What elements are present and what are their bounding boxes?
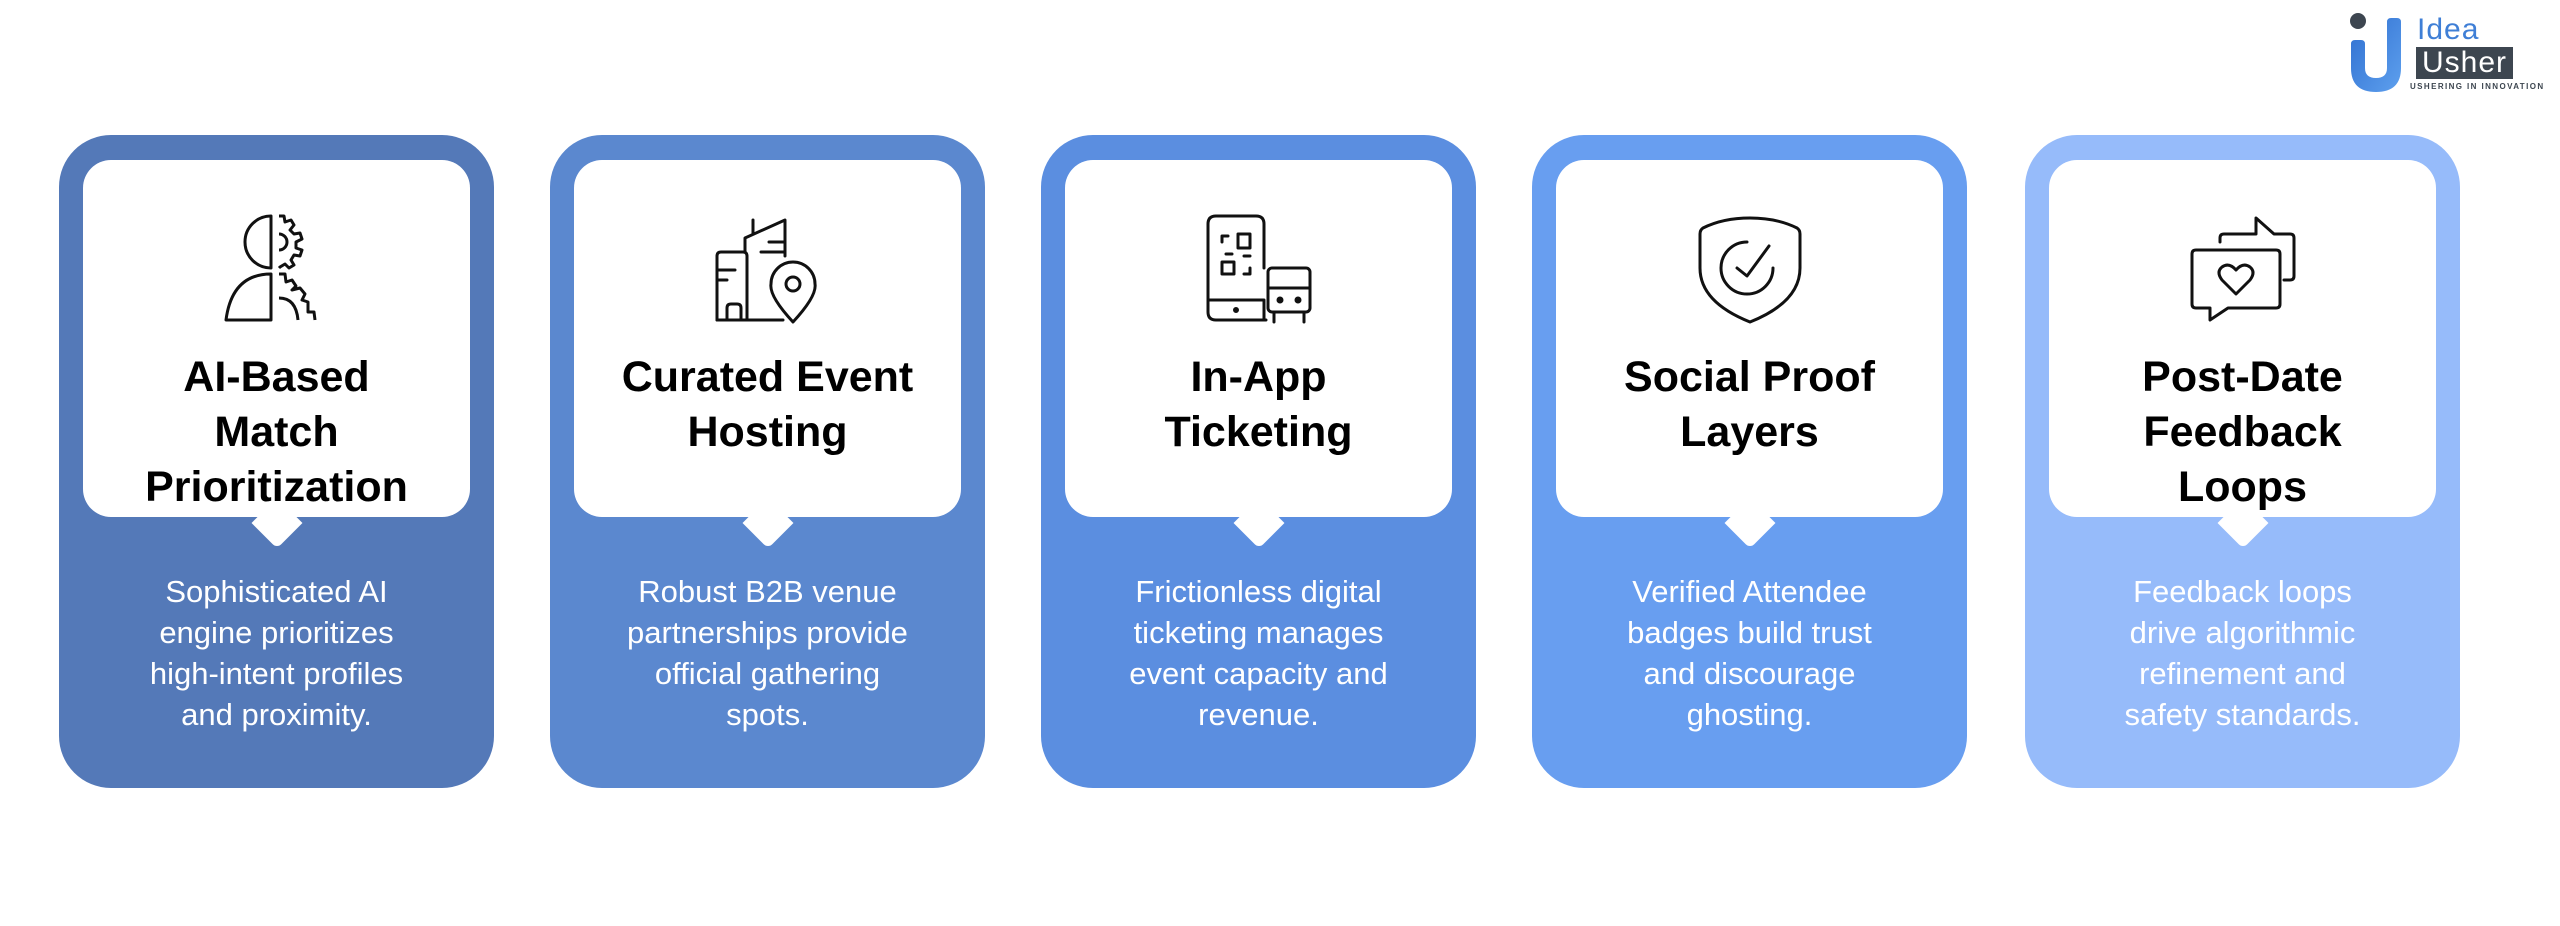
card-title: In-App Ticketing	[1065, 350, 1452, 460]
card-title: Post-Date Feedback Loops	[2049, 350, 2436, 515]
card-title-line: Layers	[1680, 408, 1819, 456]
feature-card-feedback-loops: Post-Date Feedback Loops Feedback loops …	[2025, 135, 2460, 788]
card-description-line: Feedback loops	[2133, 574, 2352, 609]
feature-card-in-app-ticketing: In-App Ticketing Frictionless digital ti…	[1041, 135, 1476, 788]
feature-card-curated-event: Curated Event Hosting Robust B2B venue p…	[550, 135, 985, 788]
card-description-line: ghosting.	[1686, 697, 1813, 732]
card-description-line: event capacity and	[1129, 656, 1388, 691]
card-title: AI-Based Match Prioritization	[83, 350, 470, 515]
card-header-panel: Curated Event Hosting	[574, 160, 961, 517]
shield-check-icon	[1695, 212, 1805, 324]
feature-card-social-proof: Social Proof Layers Verified Attendee ba…	[1532, 135, 1967, 788]
card-title-line: Social Proof	[1624, 353, 1875, 401]
card-title-line: Ticketing	[1164, 408, 1353, 456]
logo-tagline: USHERING IN INNOVATION	[2410, 82, 2545, 91]
card-description-line: ticketing manages	[1133, 615, 1384, 650]
card-description-line: Robust B2B venue	[638, 574, 897, 609]
card-description-line: Sophisticated AI	[165, 574, 388, 609]
card-title: Social Proof Layers	[1556, 350, 1943, 460]
card-title-line: Loops	[2178, 463, 2307, 511]
card-description: Verified Attendee badges build trust and…	[1552, 571, 1947, 735]
card-description-line: Frictionless digital	[1135, 574, 1382, 609]
card-description: Sophisticated AI engine prioritizes high…	[79, 571, 474, 735]
card-description-line: spots.	[726, 697, 809, 732]
idea-usher-logo: Idea Usher USHERING IN INNOVATION	[2340, 6, 2560, 96]
card-description: Frictionless digital ticketing manages e…	[1061, 571, 1456, 735]
card-description-line: drive algorithmic	[2129, 615, 2356, 650]
card-description: Feedback loops drive algorithmic refinem…	[2045, 571, 2440, 735]
card-header-panel: Social Proof Layers	[1556, 160, 1943, 517]
card-title-line: Prioritization	[145, 463, 408, 511]
card-title-line: AI-Based	[183, 353, 370, 401]
card-description-line: official gathering	[654, 656, 881, 691]
card-title-line: Curated Event	[621, 353, 914, 401]
card-description-line: partnerships provide	[627, 615, 908, 650]
logo-text-usher: Usher	[2416, 47, 2514, 79]
card-description-line: and proximity.	[181, 697, 372, 732]
card-description-line: revenue.	[1198, 697, 1319, 732]
person-gear-icon	[222, 212, 332, 324]
card-title-line: Match	[214, 408, 339, 456]
logo-dot-icon	[2350, 13, 2366, 29]
card-title-line: Feedback	[2143, 408, 2342, 456]
card-header-panel: In-App Ticketing	[1065, 160, 1452, 517]
card-description-line: high-intent profiles	[149, 656, 404, 691]
card-title: Curated Event Hosting	[574, 350, 961, 460]
phone-qr-ticket-icon	[1204, 212, 1314, 324]
card-title-line: Hosting	[687, 408, 848, 456]
building-location-icon	[713, 212, 823, 324]
card-title-line: In-App	[1190, 353, 1327, 401]
card-header-panel: Post-Date Feedback Loops	[2049, 160, 2436, 517]
feature-card-ai-match: AI-Based Match Prioritization Sophistica…	[59, 135, 494, 788]
card-description-line: engine prioritizes	[159, 615, 394, 650]
chat-heart-icon	[2188, 212, 2298, 324]
card-description-line: Verified Attendee	[1632, 574, 1867, 609]
card-description-line: refinement and	[2139, 656, 2346, 691]
logo-text-idea: Idea	[2417, 13, 2480, 46]
logo-u-mark-icon	[2351, 18, 2401, 92]
card-header-panel: AI-Based Match Prioritization	[83, 160, 470, 517]
card-description-line: safety standards.	[2124, 697, 2361, 732]
card-description-line: badges build trust	[1627, 615, 1872, 650]
card-description: Robust B2B venue partnerships provide of…	[570, 571, 965, 735]
card-title-line: Post-Date	[2142, 353, 2343, 401]
card-description-line: and discourage	[1643, 656, 1856, 691]
